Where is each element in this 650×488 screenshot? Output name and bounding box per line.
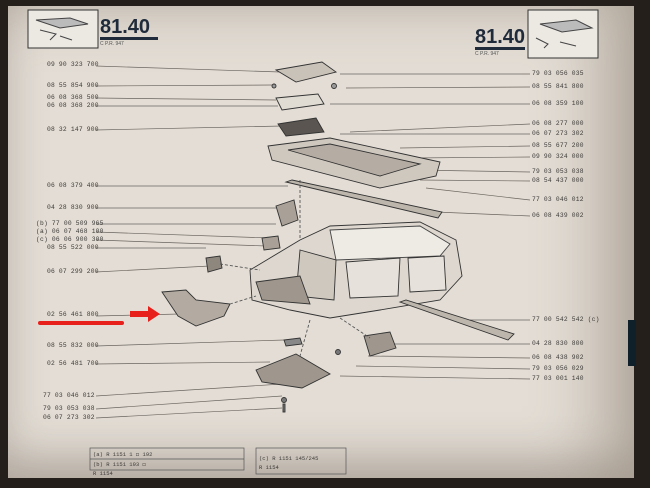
part-number-label: 08 55 841 800 [532, 83, 584, 90]
rail-part [284, 179, 443, 219]
grille-part [277, 117, 325, 137]
footer-row: (b) R 1151 193 ◻ [93, 461, 146, 468]
part-number-label: 06 08 438 902 [532, 354, 584, 361]
header-thumbnail-left [27, 9, 99, 49]
part-number-label: 04 28 830 800 [532, 340, 584, 347]
header-thumbnail-right [527, 9, 599, 59]
part-number-label: 06 08 277 000 [532, 120, 584, 127]
red-underline-mark [38, 321, 124, 325]
part-number-label: (a) 06 07 468 100 [36, 228, 104, 235]
red-highlight-marks [38, 306, 160, 325]
part-number-label: 09 90 324 000 [532, 153, 584, 160]
part-number-label: 06 08 368 200 [47, 102, 99, 109]
exploded-parts-drawing [161, 61, 515, 413]
part-number-label: 08 55 854 900 [47, 82, 99, 89]
book-spine-tab [628, 320, 636, 366]
footer-row: (c) R 1151 145/245 [259, 455, 319, 462]
header-bar-left [100, 37, 158, 40]
floor-bracket [255, 353, 331, 389]
part-number-label: 08 55 522 000 [47, 244, 99, 251]
part-number-label: 06 08 379 400 [47, 182, 99, 189]
part-number-label: 08 54 437 000 [532, 177, 584, 184]
part-number-label: 09 90 323 700 [47, 61, 99, 68]
part-number-label-highlighted: 02 56 461 800 [47, 311, 99, 318]
part-number-label: 79 03 056 029 [532, 365, 584, 372]
sill-strip [398, 299, 515, 341]
part-number-label: 06 08 359 100 [532, 100, 584, 107]
section-sub-left: C P.R. 947 [100, 41, 124, 47]
footer-row: R 1154 [259, 464, 279, 471]
part-number-label: 79 03 056 035 [532, 70, 584, 77]
part-number-label: 79 03 053 038 [532, 168, 584, 175]
part-number-label: 06 07 273 302 [43, 414, 95, 421]
part-number-label: 06 07 273 302 [532, 130, 584, 137]
part-number-label: 02 56 481 700 [47, 360, 99, 367]
part-number-label: 08 55 832 000 [47, 342, 99, 349]
part-number-label: 04 28 830 900 [47, 204, 99, 211]
top-bracket-part [274, 61, 338, 83]
part-number-label: 06 07 299 200 [47, 268, 99, 275]
part-number-label: (b) 77 00 509 965 [36, 220, 104, 227]
part-number-label: 77 03 046 012 [43, 392, 95, 399]
part-number-label: 77 00 542 542 (c) [532, 316, 600, 323]
plate-part-1 [275, 93, 325, 111]
footer-row: (a) R 1151 1 ◻ 192 [93, 451, 153, 458]
part-number-label: 79 03 053 038 [43, 405, 95, 412]
part-number-label: 08 55 677 200 [532, 142, 584, 149]
section-number-left: 81.40 [100, 16, 151, 38]
part-number-label: 77 03 001 140 [532, 375, 584, 382]
footer-table-lines [89, 447, 347, 475]
section-number-right: 81.40 [475, 26, 526, 48]
part-number-label: (c) 06 06 900 300 [36, 236, 104, 243]
part-number-label: 06 08 368 500 [47, 94, 99, 101]
header-bar-right [475, 47, 525, 50]
section-sub-right: C P.R. 947 [475, 51, 499, 57]
footer-row: R 1154 [93, 470, 113, 477]
leader-lines-left [95, 65, 288, 419]
part-number-label: 08 32 147 900 [47, 126, 99, 133]
red-arrow-icon [130, 306, 160, 322]
front-side-panel [161, 289, 231, 327]
part-number-label: 06 08 439 002 [532, 212, 584, 219]
part-number-label: 77 03 046 012 [532, 196, 584, 203]
